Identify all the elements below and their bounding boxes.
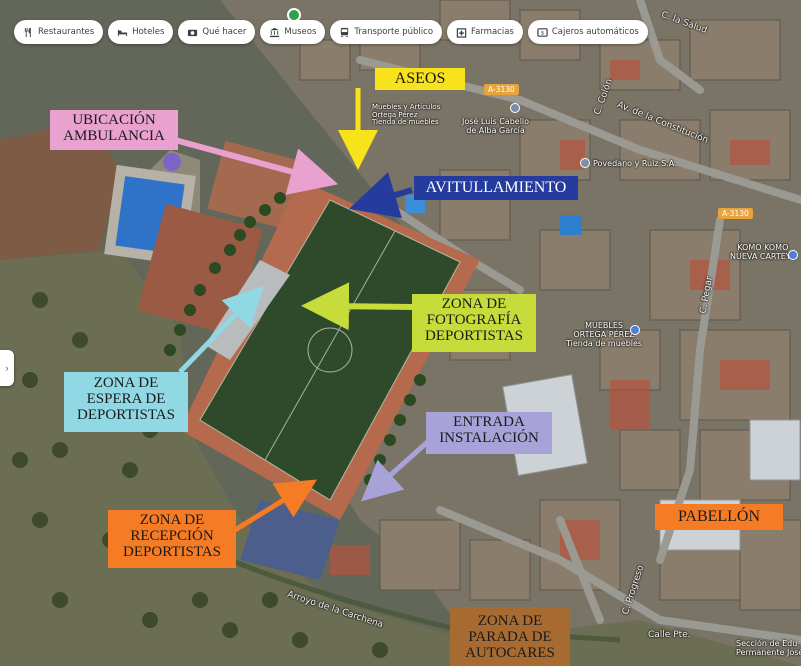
poi-seccion[interactable]: Sección de Edu Permanente José xyxy=(736,639,801,657)
poi-jose-luis[interactable]: José Luis Cabello de Alba García xyxy=(462,117,530,135)
chip-museos[interactable]: Museos xyxy=(260,20,326,44)
poi-marker-icon[interactable] xyxy=(580,158,590,168)
hotel-icon xyxy=(118,29,128,36)
poi-muebles-top[interactable]: Muebles y Artículos Ortega Pérez Tienda … xyxy=(372,103,441,127)
label-zona-autocares: ZONA DE PARADA DE AUTOCARES xyxy=(450,607,570,666)
label-aseos: ASEOS xyxy=(375,68,465,90)
poi-muebles-mid[interactable]: MUEBLES ORTEGA PÉREZ Tienda de muebles xyxy=(566,321,643,348)
collapse-panel-tab[interactable]: › xyxy=(0,350,14,386)
chip-farmacias[interactable]: Farmacias xyxy=(447,20,523,44)
transit-icon xyxy=(341,27,349,37)
chevron-right-icon: › xyxy=(5,363,9,373)
museum-icon xyxy=(270,27,280,37)
poi-povedano[interactable]: Povedano y Ruiz S.A. xyxy=(593,159,677,168)
road-badge-a3130-right: A-3130 xyxy=(718,208,753,219)
chip-label: Qué hacer xyxy=(202,27,247,37)
chip-hoteles[interactable]: Hoteles xyxy=(108,20,174,44)
espera-arrow xyxy=(178,285,264,374)
street-label-calle-pte: Calle Pte. xyxy=(648,630,691,640)
chip-label: Farmacias xyxy=(471,27,514,37)
label-zona-recepcion: ZONA DE RECEPCIÓN DEPORTISTAS xyxy=(108,510,236,568)
label-ubicacion-ambulancia: UBICACIÓN AMBULANCIA xyxy=(50,110,178,150)
poi-marker-icon[interactable] xyxy=(788,250,798,260)
poi-komo[interactable]: KOMO KOMO NUEVA CARTEYA xyxy=(730,243,796,261)
label-zona-fotografia: ZONA DE FOTOGRAFÍA DEPORTISTAS xyxy=(412,294,536,352)
chip-label: Restaurantes xyxy=(38,27,95,37)
chip-que-hacer[interactable]: Qué hacer xyxy=(178,20,256,44)
atm-icon: $ xyxy=(537,27,548,37)
restaurant-icon xyxy=(24,27,31,37)
poi-marker-icon[interactable] xyxy=(630,325,640,335)
chip-restaurantes[interactable]: Restaurantes xyxy=(14,20,104,44)
category-chip-bar: Restaurantes Hoteles Qué hacer Museos Tr… xyxy=(14,20,648,44)
poi-marker-icon[interactable] xyxy=(510,103,520,113)
recepcion-arrow xyxy=(233,479,318,533)
camera-icon xyxy=(188,29,198,36)
ambulancia-arrow xyxy=(174,137,339,195)
svg-text:$: $ xyxy=(541,30,545,36)
chip-transporte-publico[interactable]: Transporte público xyxy=(330,20,443,44)
label-zona-espera: ZONA DE ESPERA DE DEPORTISTAS xyxy=(64,372,188,432)
fotografia-arrow xyxy=(301,282,413,331)
chip-label: Cajeros automáticos xyxy=(551,27,639,37)
label-entrada-instalacion: ENTRADA INSTALACIÓN xyxy=(426,412,552,454)
label-pabellon: PABELLÓN xyxy=(655,504,783,530)
entrada-arrow xyxy=(361,436,434,502)
chip-label: Museos xyxy=(284,27,317,37)
pharmacy-icon xyxy=(456,27,467,38)
label-avituallamiento: AVITULLAMIENTO xyxy=(414,176,578,200)
chip-label: Transporte público xyxy=(354,27,434,37)
avituallamiento-arrow xyxy=(349,172,413,219)
chip-cajeros[interactable]: $ Cajeros automáticos xyxy=(527,20,648,44)
chip-label: Hoteles xyxy=(132,27,165,37)
road-badge-a3130-top: A-3130 xyxy=(484,84,519,95)
